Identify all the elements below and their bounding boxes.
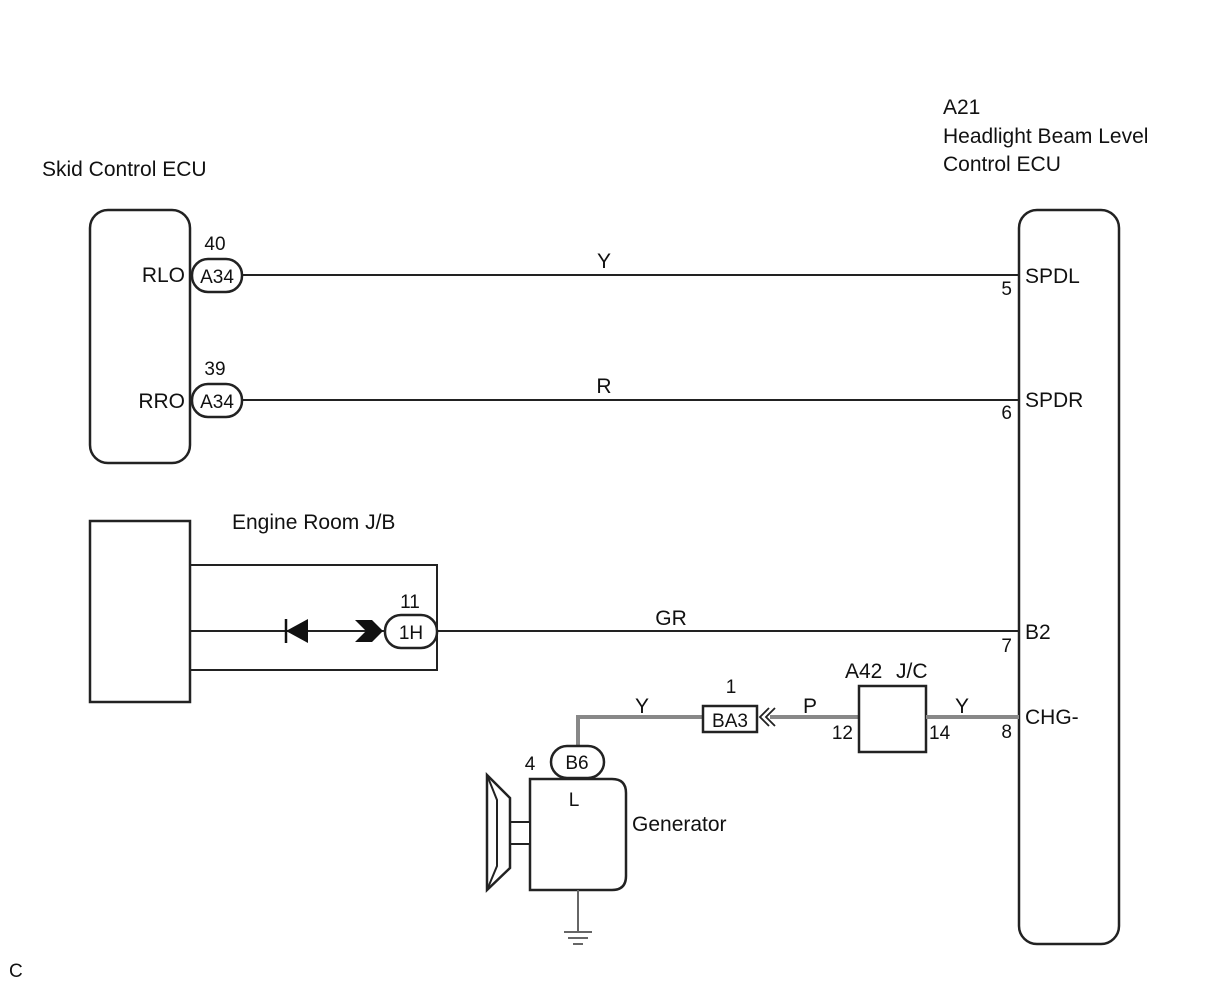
ba3-pin-number: 1 <box>726 677 737 698</box>
headlight-pin-spdl-label: SPDL <box>1025 265 1080 288</box>
headlight-pin-b2-label: B2 <box>1025 621 1051 644</box>
footer-code: C <box>9 961 23 982</box>
headlight-pin-spdr-label: SPDR <box>1025 389 1083 412</box>
wire-b2-color: GR <box>655 607 687 630</box>
connector-a34-rro-label: A34 <box>200 392 234 413</box>
junction-box <box>857 684 928 754</box>
generator-pin-number: 4 <box>525 754 536 775</box>
wire-rlo-color: Y <box>597 250 611 273</box>
skid-pin-rlo-label: RLO <box>142 264 185 287</box>
headlight-ecu-title-line2: Control ECU <box>943 153 1061 176</box>
wire-generator-ba3 <box>576 715 703 748</box>
connector-a34-rlo-label: A34 <box>200 267 234 288</box>
engine-jb-block <box>88 519 192 704</box>
headlight-ecu-box <box>1017 208 1121 946</box>
skid-pin-39-number: 39 <box>204 359 225 380</box>
connector-1h-label: 1H <box>399 623 423 644</box>
generator-body <box>528 777 628 892</box>
headlight-pin-5-number: 5 <box>1001 279 1012 300</box>
headlight-pin-chg-label: CHG- <box>1025 706 1079 729</box>
skid-ecu-title: Skid Control ECU <box>42 158 207 181</box>
headlight-pin-8-number: 8 <box>1001 722 1012 743</box>
terminal-chevron-icon <box>355 620 383 642</box>
headlight-ecu-code: A21 <box>943 96 980 119</box>
skid-ecu-box <box>88 208 192 465</box>
wire-rro-color: R <box>596 375 611 398</box>
connector-b6-label: B6 <box>565 753 588 774</box>
skid-pin-40-number: 40 <box>204 234 225 255</box>
connector-ba3-label: BA3 <box>712 711 748 732</box>
junction-pin-12: 12 <box>832 723 853 744</box>
ba3-chevron-icon-2 <box>764 707 776 727</box>
junction-code: A42 <box>845 660 882 683</box>
junction-title: J/C <box>896 660 928 683</box>
generator-title: Generator <box>632 813 727 836</box>
headlight-ecu-title-line1: Headlight Beam Level <box>943 125 1148 148</box>
headlight-pin-6-number: 6 <box>1001 403 1012 424</box>
engine-jb-pin-number: 11 <box>400 592 420 613</box>
generator-terminal-label: L <box>569 790 580 811</box>
headlight-pin-7-number: 7 <box>1001 636 1012 657</box>
ba3-chevron-icon-1 <box>758 707 770 727</box>
connector-ba3 <box>701 704 759 734</box>
wire-p-color: P <box>803 695 817 718</box>
engine-jb-outline <box>190 564 438 671</box>
wire-chg-color: Y <box>955 695 969 718</box>
ground-icon <box>564 890 592 945</box>
skid-pin-rro-label: RRO <box>138 390 185 413</box>
engine-jb-title: Engine Room J/B <box>232 511 395 534</box>
wire-generator-color: Y <box>635 695 649 718</box>
pulley-icon <box>485 771 531 893</box>
diode-symbol <box>286 619 308 643</box>
junction-pin-14: 14 <box>929 723 951 744</box>
